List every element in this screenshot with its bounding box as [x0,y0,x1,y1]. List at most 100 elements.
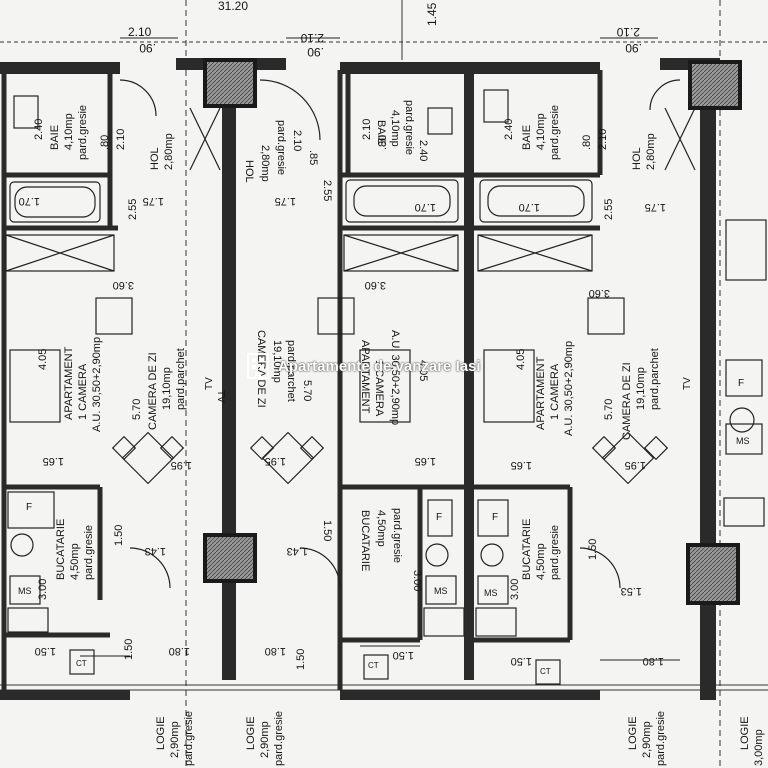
room-label: pard.gresie [549,105,561,160]
room-label: 4,10mp [389,110,401,147]
room-label: pard.parchet [649,348,661,410]
room-label: pard.parchet [175,348,187,410]
dim: 1.50 [511,655,532,667]
dim: 1.65 [43,455,64,467]
room-label: HOL [631,147,643,170]
room-label: pard.gresie [655,711,667,766]
room-label: LOGIE [739,716,751,750]
top-dim-2: .90 [139,41,156,55]
room-label: BUCATARIE [521,519,533,580]
dim: 1.75 [275,195,296,207]
fixture-label: MS [18,586,32,596]
room-label: 2,90mp [169,721,181,758]
dim: 2.40 [503,119,515,140]
top-dim-4: 1.45 [425,2,439,26]
dim: 3.00 [37,579,49,600]
fixture-label: F [738,378,744,389]
room-label: 2,90mp [641,721,653,758]
room-label: pard.gresie [549,525,561,580]
top-dim-6: .90 [307,45,324,59]
room-label: 1 CAMERA [373,360,385,417]
room-label: APARTAMENT [63,346,75,420]
room-label: pard.gresie [391,508,403,563]
dim: .80 [99,135,111,150]
room-label: BUCATARIE [55,519,67,580]
room-label: 3,00mp [753,729,765,766]
room-label: TV [682,377,693,390]
dim: 2.10 [291,130,303,151]
dim: 1.50 [35,645,56,657]
room-label: 2,80mp [163,133,175,170]
dim: 3.60 [113,279,134,291]
room-label: APARTAMENT [535,356,547,430]
watermark: Apartamente de vanzare Iasi [246,352,481,380]
room-label: HOL [243,160,255,183]
dim: 3.00 [509,579,521,600]
room-label: A.U. 30,50+2,90mp [563,341,575,436]
dim: 5.70 [603,399,615,420]
dim: 1.50 [295,649,307,670]
dim: 1.95 [265,455,286,467]
dim: 4.05 [515,349,527,370]
room-label: 4,50mp [535,543,547,580]
dim: .80 [581,135,593,150]
dim: 2.55 [321,180,333,201]
dim: 5.70 [131,399,143,420]
dim: 3.60 [589,287,610,299]
fixture-label: F [492,512,498,523]
dim: 1.95 [625,459,646,471]
room-label: LOGIE [155,716,167,750]
room-label: 4,50mp [375,510,387,547]
dim: 1.70 [519,201,540,213]
room-label: APARTAMENT [359,340,371,414]
dim: 1.50 [321,520,333,541]
dim: .80 [377,135,389,150]
fixture-label: F [26,502,32,513]
room-label: 19,10mp [271,340,283,383]
room-label: A.U. 30,50+2,90mp [91,337,103,432]
dim: 2.40 [33,119,45,140]
dim: 1.80 [265,645,286,657]
room-label: HOL [149,147,161,170]
top-dim-1: 2.10 [128,25,152,39]
room-label: pard.gresie [275,120,287,175]
dim: 1.53 [621,585,642,597]
dim: 1.65 [511,459,532,471]
dim: 1.50 [113,525,125,546]
dim: .85 [307,150,319,165]
room-label: 4,10mp [63,113,75,150]
room-label: pard.gresie [83,525,95,580]
dim: 3.00 [411,570,423,591]
room-label: LOGIE [627,716,639,750]
room-label: pard.gresie [273,711,285,766]
fixture-label: CT [368,661,379,670]
fixture-label: MS [484,588,498,598]
dim: 2.10 [361,119,373,140]
dim: 5.70 [301,380,313,401]
dim: 4.05 [37,349,49,370]
dim: 1.75 [645,201,666,213]
fixture-label: CT [540,667,551,676]
dim: 1.65 [415,455,436,467]
dim: 1.80 [643,655,664,667]
room-label: TV [215,390,226,403]
room-label: 19,10mp [161,367,173,410]
dim: 1.43 [145,545,166,557]
watermark-text: Apartamente de vanzare Iasi [278,357,481,375]
room-label: BUCATARIE [359,510,371,571]
dim: 2.55 [127,199,139,220]
fixture-label: CT [76,659,87,668]
top-dim-5: 2.10 [300,31,324,45]
dim: 3.60 [365,279,386,291]
room-label: 1 CAMERA [77,363,89,420]
dim: 1.95 [171,459,192,471]
dim: 1.70 [19,195,40,207]
dim: 1.50 [123,639,135,660]
room-label: 2,80mp [259,145,271,182]
room-label: A.U. 30,50+2,90mp [389,330,401,425]
room-label: pard.parchet [285,340,297,402]
dim: 1.70 [415,201,436,213]
room-label: BAIE [375,120,387,145]
room-label: 1 CAMERA [549,363,561,420]
